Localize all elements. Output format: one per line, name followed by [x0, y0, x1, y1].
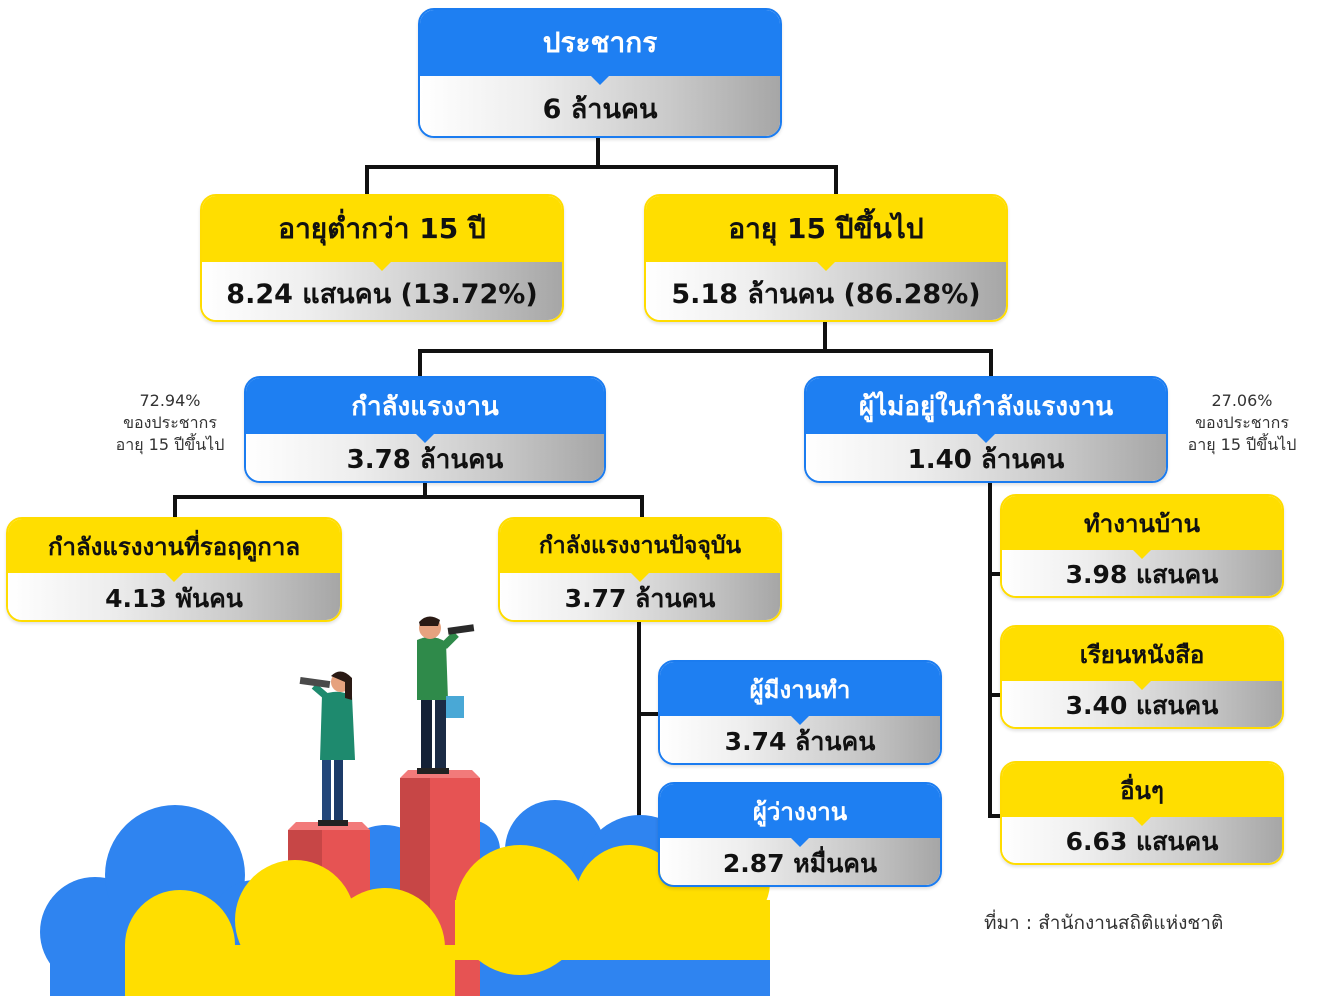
labor-force-title: กำลังแรงงาน [351, 391, 499, 422]
node-labor-force: กำลังแรงงาน 3.78 ล้านคน [244, 376, 606, 483]
not-in-labor-force-title: ผู้ไม่อยู่ในกำลังแรงงาน [858, 391, 1114, 422]
connector [988, 572, 1002, 576]
connector [173, 495, 177, 520]
connector [365, 165, 369, 197]
node-current-labor: กำลังแรงงานปัจจุบัน 3.77 ล้านคน [498, 517, 782, 622]
node-employed: ผู้มีงานทำ 3.74 ล้านคน [658, 660, 942, 765]
under15-value: 8.24 แสนคน (13.72%) [226, 278, 538, 310]
connector [173, 495, 644, 499]
population-value: 6 ล้านคน [542, 93, 658, 125]
population-title: ประชากร [542, 26, 658, 59]
others-value: 6.63 แสนคน [1065, 827, 1219, 856]
not-in-labor-force-note: 27.06% ของประชากร อายุ 15 ปีขึ้นไป [1172, 390, 1312, 456]
connector [988, 483, 992, 818]
connector [637, 712, 660, 716]
connector [423, 483, 427, 498]
node-age-15-plus: อายุ 15 ปีขึ้นไป 5.18 ล้านคน (86.28%) [644, 194, 1008, 322]
node-housework: ทำงานบ้าน 3.98 แสนคน [1000, 494, 1284, 598]
current-labor-value: 3.77 ล้านคน [564, 583, 716, 613]
connector [640, 495, 644, 520]
labor-force-note-line1: ของประชากร [123, 413, 217, 432]
connector [596, 138, 600, 168]
seasonal-value: 4.13 พันคน [105, 583, 243, 613]
node-unemployed: ผู้ว่างงาน 2.87 หมื่นคน [658, 782, 942, 887]
connector [988, 693, 1002, 697]
node-seasonal-labor: กำลังแรงงานที่รอฤดูกาล 4.13 พันคน [6, 517, 342, 622]
man-with-telescope-icon [417, 616, 475, 774]
source-note: ที่มา : สำนักงานสถิติแห่งชาติ [984, 912, 1224, 934]
employed-value: 3.74 ล้านคน [724, 726, 876, 756]
node-under-15: อายุต่ำกว่า 15 ปี 8.24 แสนคน (13.72%) [200, 194, 564, 322]
connector [418, 349, 993, 353]
connector [823, 322, 827, 352]
labor-force-value: 3.78 ล้านคน [346, 445, 504, 475]
current-labor-title: กำลังแรงงานปัจจุบัน [538, 533, 742, 559]
not-in-labor-force-note-line1: ของประชากร [1195, 413, 1289, 432]
age15plus-value: 5.18 ล้านคน (86.28%) [671, 278, 981, 310]
seasonal-title: กำลังแรงงานที่รอฤดูกาล [47, 532, 301, 561]
studying-value: 3.40 แสนคน [1065, 691, 1219, 720]
labor-force-note: 72.94% ของประชากร อายุ 15 ปีขึ้นไป [100, 390, 240, 456]
housework-value: 3.98 แสนคน [1065, 560, 1219, 589]
housework-title: ทำงานบ้าน [1083, 509, 1200, 538]
connector [988, 814, 1002, 818]
woman-with-telescope-icon [299, 671, 355, 826]
connector [365, 165, 838, 169]
employed-title: ผู้มีงานทำ [749, 675, 851, 704]
unemployed-title: ผู้ว่างงาน [752, 797, 848, 826]
labor-force-note-line2: อายุ 15 ปีขึ้นไป [115, 435, 225, 454]
labor-force-note-pct: 72.94% [139, 391, 201, 410]
node-population: ประชากร 6 ล้านคน [418, 8, 782, 138]
node-not-in-labor-force: ผู้ไม่อยู่ในกำลังแรงงาน 1.40 ล้านคน [804, 376, 1168, 483]
connector [418, 349, 422, 379]
node-others: อื่นๆ 6.63 แสนคน [1000, 761, 1284, 865]
not-in-labor-force-note-pct: 27.06% [1211, 391, 1273, 410]
under15-title: อายุต่ำกว่า 15 ปี [278, 212, 486, 245]
not-in-labor-force-note-line2: อายุ 15 ปีขึ้นไป [1187, 435, 1297, 454]
not-in-labor-force-value: 1.40 ล้านคน [907, 445, 1065, 475]
connector [834, 165, 838, 197]
connector [989, 349, 993, 379]
unemployed-value: 2.87 หมื่นคน [722, 848, 878, 878]
connector [637, 622, 641, 835]
node-studying: เรียนหนังสือ 3.40 แสนคน [1000, 625, 1284, 729]
others-title: อื่นๆ [1120, 776, 1164, 805]
age15plus-title: อายุ 15 ปีขึ้นไป [728, 212, 924, 245]
studying-title: เรียนหนังสือ [1079, 640, 1205, 669]
